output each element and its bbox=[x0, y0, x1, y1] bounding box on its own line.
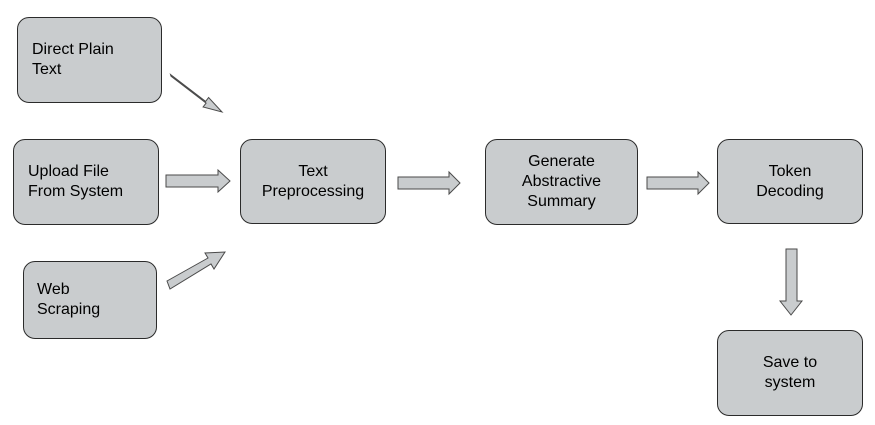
arrow-webscraping-to-preprocessing bbox=[166, 251, 226, 290]
arrow-upload-to-preprocessing bbox=[165, 168, 231, 194]
node-generate-summary-label: Generate Abstractive Summary bbox=[521, 153, 602, 210]
node-upload-file-label: Upload File From System bbox=[28, 163, 124, 200]
node-direct-plain-text-label: Direct Plain Text bbox=[32, 41, 114, 78]
node-text-preprocessing-label: Text Preprocessing bbox=[261, 162, 365, 200]
arrow-direct-text-to-preprocessing bbox=[169, 73, 224, 113]
node-direct-plain-text: Direct Plain Text bbox=[17, 17, 162, 103]
node-web-scraping-label: Web Scraping bbox=[37, 281, 101, 318]
arrow-decoding-to-save bbox=[778, 248, 804, 316]
node-upload-file: Upload File From System bbox=[13, 139, 159, 225]
node-token-decoding-label: Token Decoding bbox=[756, 162, 824, 200]
node-save-to-system: Save to system bbox=[717, 330, 863, 416]
node-save-to-system-label: Save to system bbox=[762, 354, 818, 391]
node-generate-summary: Generate Abstractive Summary bbox=[485, 139, 638, 225]
node-web-scraping: Web Scraping bbox=[23, 261, 157, 339]
arrow-summary-to-decoding bbox=[646, 170, 710, 196]
node-token-decoding: Token Decoding bbox=[717, 139, 863, 224]
arrow-preprocessing-to-summary bbox=[397, 170, 461, 196]
node-text-preprocessing: Text Preprocessing bbox=[240, 139, 386, 224]
